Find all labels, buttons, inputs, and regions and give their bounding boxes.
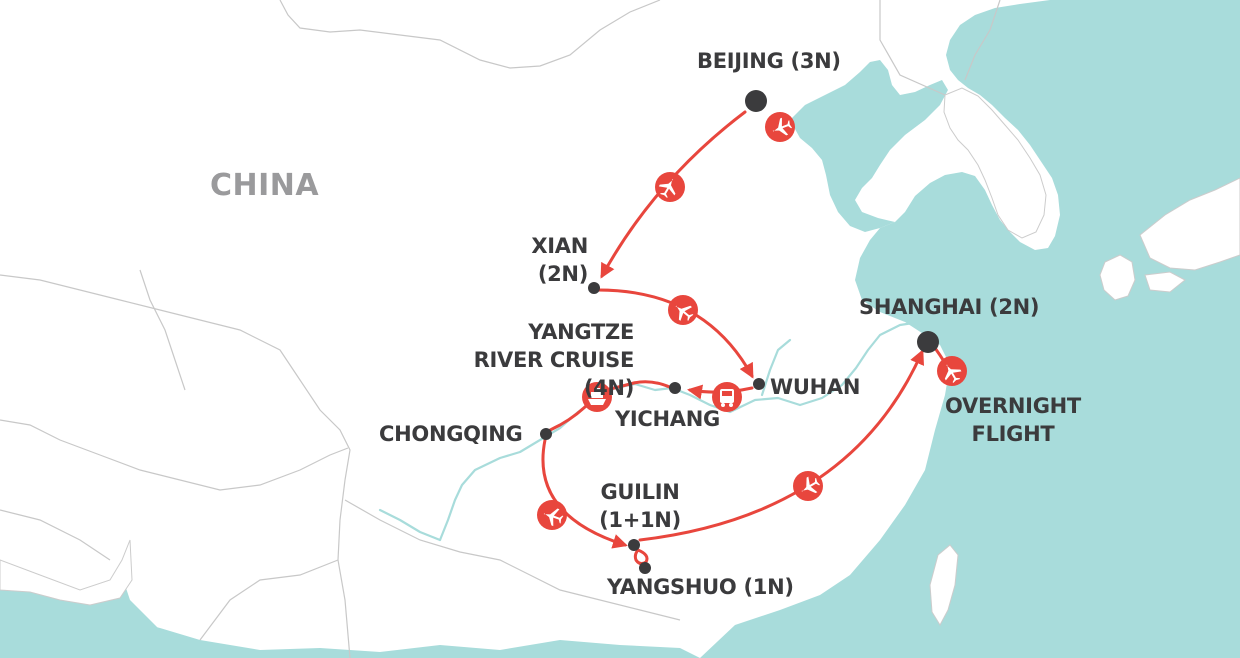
plane-icon	[793, 471, 823, 501]
japan-honshu	[1139, 177, 1240, 271]
city-label-guilin: GUILIN (1+1N)	[590, 478, 690, 534]
bohai-sea	[790, 60, 948, 232]
icons-layer	[537, 112, 967, 530]
plane-icon	[937, 356, 967, 386]
japan-kyushu	[1099, 254, 1136, 301]
yangtze-name: YANGTZE	[528, 320, 634, 344]
yangtze-nights: (4N)	[583, 376, 634, 400]
borders-layer	[0, 0, 1001, 658]
overnight-line2: FLIGHT	[971, 422, 1055, 446]
shanghai-dot	[917, 331, 939, 353]
wuhan-dot	[753, 378, 765, 390]
guilin-dot	[628, 539, 640, 551]
country-label: CHINA	[210, 168, 320, 203]
city-label-xian: XIAN (2N)	[520, 232, 588, 288]
xian-nights: (2N)	[537, 262, 588, 286]
yangtze-river	[438, 320, 922, 542]
city-label-yangtze: YANGTZE RIVER CRUISE (4N)	[440, 318, 635, 402]
plane-icon	[765, 112, 795, 142]
east-sea	[700, 0, 1240, 658]
bus-icon	[712, 382, 742, 412]
leg-guilin-yangshuo	[633, 548, 649, 566]
leg-yichang-cruise	[603, 380, 674, 392]
overnight-flight-label: OVERNIGHT FLIGHT	[940, 392, 1086, 448]
ship-icon	[582, 382, 612, 412]
overnight-line1: OVERNIGHT	[945, 394, 1081, 418]
yangshuo-dot	[639, 562, 651, 574]
city-label-shanghai: SHANGHAI (2N)	[859, 295, 1040, 319]
guilin-name: GUILIN	[600, 480, 680, 504]
chongqing-dot	[540, 428, 552, 440]
xian-dot	[588, 282, 600, 294]
south-sea	[0, 600, 700, 658]
city-label-wuhan: WUHAN	[770, 375, 861, 399]
plane-icon	[668, 295, 698, 325]
hainan-landmass	[0, 539, 133, 606]
city-label-yichang: YICHANG	[615, 407, 720, 431]
land-layer	[0, 87, 1240, 627]
plane-icon	[537, 500, 567, 530]
city-label-chongqing: CHONGQING	[379, 422, 523, 446]
rivers-layer	[378, 320, 922, 542]
guilin-nights: (1+1N)	[599, 508, 681, 532]
beijing-dot	[745, 90, 767, 112]
plane-icon	[655, 172, 685, 202]
city-label-yangshuo: YANGSHUO (1N)	[607, 575, 794, 599]
yangtze-line2: RIVER CRUISE	[473, 348, 635, 372]
cities-layer	[540, 90, 939, 574]
city-label-beijing: BEIJING (3N)	[697, 49, 841, 73]
taiwan	[929, 544, 959, 627]
xian-name: XIAN	[531, 234, 588, 258]
korea-peninsula	[943, 87, 1047, 239]
yichang-dot	[669, 382, 681, 394]
japan-shikoku	[1144, 271, 1186, 293]
